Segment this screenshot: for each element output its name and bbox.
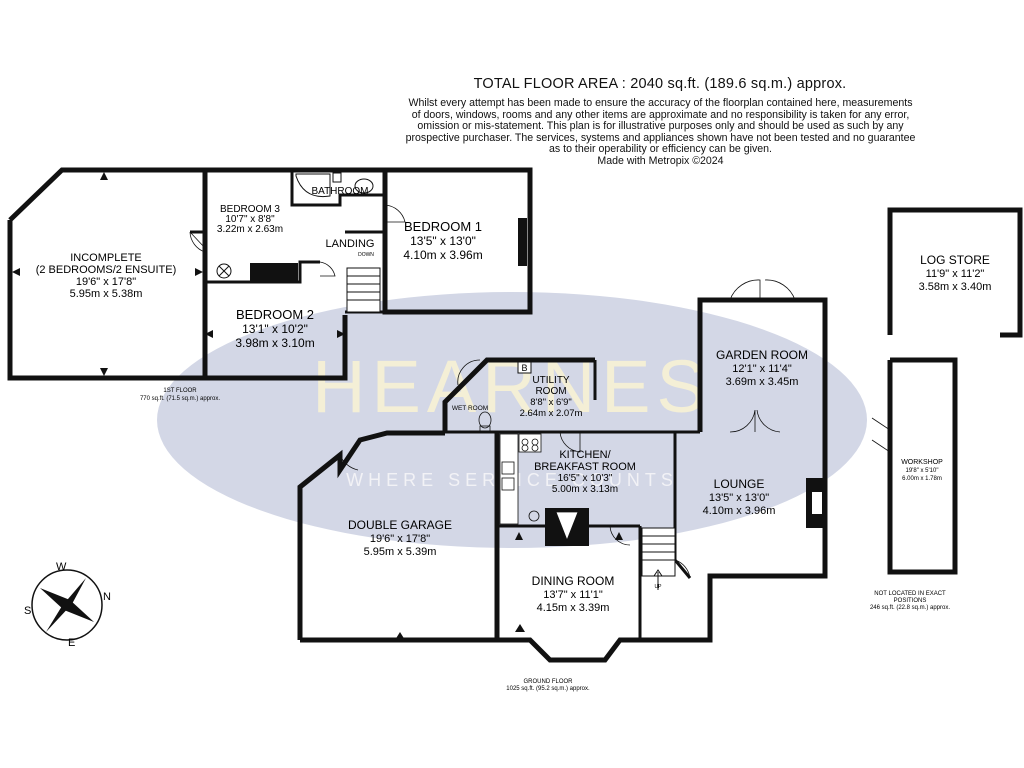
room-bedroom1-imperial: 13'5" x 13'0" <box>410 234 476 248</box>
floor-captions: 1ST FLOOR 770 sq.ft. (71.5 sq.m.) approx… <box>140 388 950 692</box>
kitchen-units <box>499 433 542 525</box>
room-logstore-imperial: 11'9" x 11'2" <box>926 268 985 280</box>
stairs-up <box>641 527 676 590</box>
room-labels: INCOMPLETE (2 BEDROOMS/2 ENSUITE) 19'6" … <box>36 186 992 614</box>
disclaimer-line: Whilst every attempt has been made to en… <box>408 97 913 109</box>
compass-e: E <box>68 637 75 649</box>
room-lounge-metric: 4.10m x 3.96m <box>703 505 776 517</box>
first-floor-walls <box>7 167 533 381</box>
outbuildings-note-2: POSITIONS <box>894 598 927 604</box>
room-utility-imperial: 8'8" x 6'9" <box>530 397 572 408</box>
room-workshop-metric: 6.00m x 1.78m <box>902 476 942 482</box>
room-incomplete-name: INCOMPLETE <box>70 252 142 264</box>
stairs-down <box>346 267 381 313</box>
disclaimer: Whilst every attempt has been made to en… <box>388 97 933 168</box>
dimension-markers <box>12 172 623 640</box>
room-lounge-name: LOUNGE <box>714 477 765 491</box>
total-floor-area: TOTAL FLOOR AREA : 2040 sq.ft. (189.6 sq… <box>473 76 847 92</box>
room-wetroom-name: WET ROOM <box>452 405 488 412</box>
disclaimer-line: prospective purchaser. The services, sys… <box>405 131 916 144</box>
room-incomplete-sub: (2 BEDROOMS/2 ENSUITE) <box>36 264 177 276</box>
room-kitchen-name2: BREAKFAST ROOM <box>534 461 636 473</box>
first-floor-label: 1ST FLOOR <box>163 388 197 394</box>
boiler-icon <box>517 361 532 374</box>
room-bedroom2-metric: 3.98m x 3.10m <box>235 336 314 350</box>
first-floor-area: 770 sq.ft. (71.5 sq.m.) approx. <box>140 396 220 402</box>
room-utility-metric: 2.64m x 2.07m <box>520 408 583 419</box>
room-kitchen-name: KITCHEN/ <box>559 449 611 461</box>
room-logstore-metric: 3.58m x 3.40m <box>919 281 992 293</box>
room-bathroom-name: BATHROOM <box>311 186 368 197</box>
room-landing-name: LANDING <box>326 238 375 250</box>
room-kitchen-imperial: 16'5" x 10'3" <box>558 473 613 484</box>
disclaimer-line: as to their operability or efficiency ca… <box>549 143 772 156</box>
ground-floor-area: 1025 sq.ft. (95.2 sq.m.) approx. <box>506 686 590 692</box>
room-bedroom3-imperial: 10'7" x 8'8" <box>225 214 275 225</box>
room-workshop-imperial: 19'8" x 5'10" <box>906 468 939 474</box>
room-dining-metric: 4.15m x 3.39m <box>537 602 610 614</box>
room-utility-name: UTILITY <box>532 375 570 386</box>
watermark-brand: HEARNES <box>312 345 712 428</box>
room-bedroom3-name: BEDROOM 3 <box>220 204 280 215</box>
room-garage-metric: 5.95m x 5.39m <box>364 546 437 558</box>
bath-icon <box>295 172 374 198</box>
logstore-walls <box>887 207 1023 338</box>
room-lounge-imperial: 13'5" x 13'0" <box>709 492 769 504</box>
compass-s: S <box>24 605 31 617</box>
room-incomplete-imperial: 19'6" x 17'8" <box>76 276 136 288</box>
disclaimer-line: Made with Metropix ©2024 <box>597 154 724 167</box>
room-dining-name: DINING ROOM <box>532 574 615 588</box>
room-bedroom1-name: BEDROOM 1 <box>404 219 482 234</box>
disclaimer-line: omission or mis-statement. This plan is … <box>417 120 904 133</box>
room-bedroom1-metric: 4.10m x 3.96m <box>403 248 482 262</box>
room-logstore-name: LOG STORE <box>920 253 990 267</box>
watermark-ellipse <box>157 292 867 548</box>
room-workshop-name: WORKSHOP <box>901 459 943 466</box>
room-incomplete-metric: 5.95m x 5.38m <box>70 288 143 300</box>
wardrobe <box>250 263 298 281</box>
room-bedroom2-imperial: 13'1" x 10'2" <box>242 322 308 336</box>
workshop-walls <box>887 357 958 575</box>
room-garage-name: DOUBLE GARAGE <box>348 518 452 532</box>
room-dining-imperial: 13'7" x 11'1" <box>543 589 603 601</box>
outbuildings-note-1: NOT LOCATED IN EXACT <box>874 591 946 597</box>
compass-w: W <box>56 561 67 573</box>
stairs-up-label: UP <box>655 584 663 590</box>
door-arcs <box>189 204 406 277</box>
ground-door-arcs <box>339 279 796 579</box>
room-gardenroom-imperial: 12'1" x 11'4" <box>732 363 792 375</box>
boiler-label: B <box>521 363 527 373</box>
compass-icon: N E S W <box>24 561 111 649</box>
fan-icon <box>528 510 540 522</box>
compass-n: N <box>103 591 111 603</box>
bedroom1-wardrobe <box>518 218 527 266</box>
room-gardenroom-name: GARDEN ROOM <box>716 348 808 362</box>
room-kitchen-metric: 5.00m x 3.13m <box>552 484 618 495</box>
room-garage-imperial: 19'6" x 17'8" <box>370 533 430 545</box>
tank-icon <box>216 263 232 279</box>
outbuildings-area: 246 sq.ft. (22.8 sq.m.) approx. <box>870 605 950 611</box>
room-gardenroom-metric: 3.69m x 3.45m <box>726 376 799 388</box>
room-utility-name2: ROOM <box>535 386 566 397</box>
stairs-down-label: DOWN <box>358 252 374 258</box>
disclaimer-line: of doors, windows, rooms and any other i… <box>411 108 910 121</box>
room-bedroom3-metric: 3.22m x 2.63m <box>217 224 283 235</box>
ground-floor-label: GROUND FLOOR <box>523 679 573 685</box>
toilet-icon <box>457 359 492 432</box>
room-bedroom2-name: BEDROOM 2 <box>236 307 314 322</box>
